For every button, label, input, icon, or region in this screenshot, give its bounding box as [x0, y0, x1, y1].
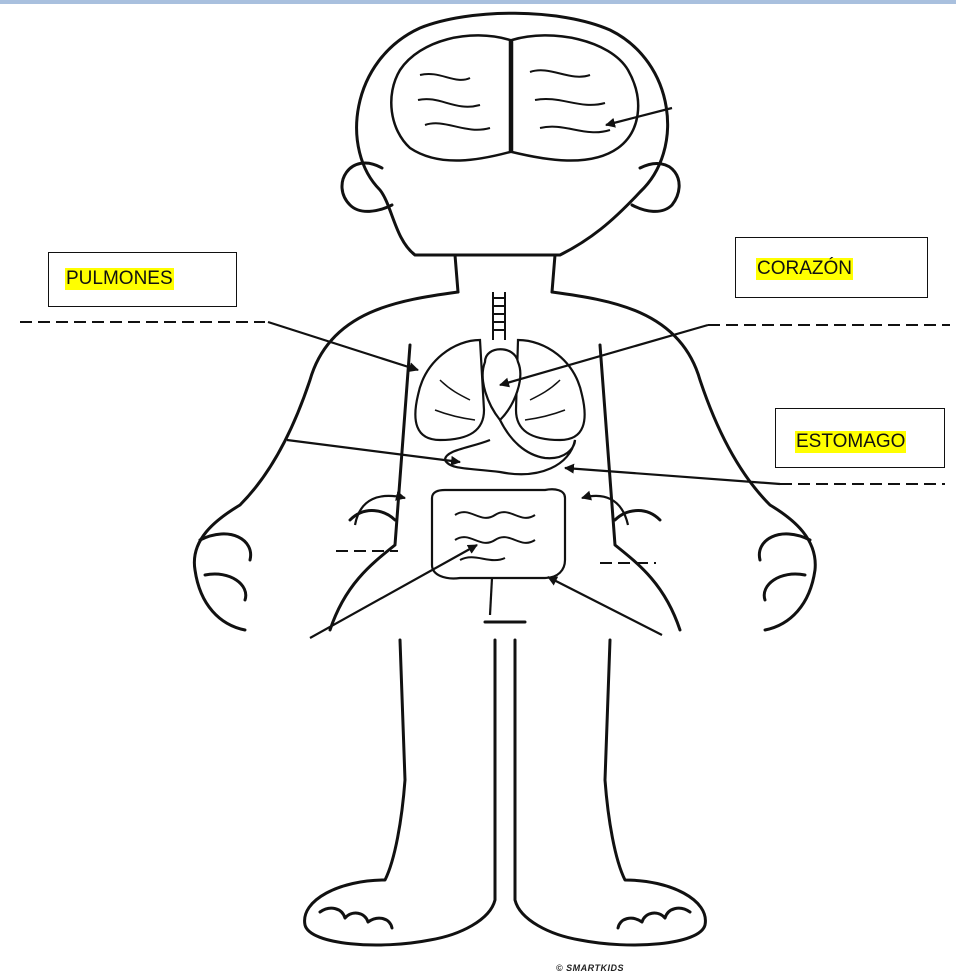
right-leg: [515, 640, 705, 945]
label-lungs: PULMONES: [65, 268, 174, 290]
label-heart: CORAZÓN: [756, 258, 853, 280]
label-box-heart: CORAZÓN: [735, 237, 928, 298]
large-intestine: [432, 489, 565, 578]
cutout-band: [268, 485, 282, 495]
liver-arrow: [287, 440, 460, 462]
right-hand: [615, 511, 810, 600]
small-intestine-arrow: [310, 545, 477, 638]
left-arm-inner: [330, 345, 410, 630]
small-intestine: [455, 512, 535, 560]
stomach: [445, 420, 575, 474]
right-toes: [618, 908, 690, 928]
left-hand: [200, 511, 395, 600]
right-arm-inner: [600, 345, 680, 630]
large-intestine-arrow: [548, 577, 662, 635]
brain: [391, 35, 638, 160]
heart-arrow: [500, 325, 708, 385]
label-box-lungs: PULMONES: [48, 252, 237, 307]
trachea: [493, 292, 505, 340]
digestive-organs: [432, 420, 575, 615]
label-box-stomach: ESTOMAGO: [775, 408, 945, 468]
neck: [455, 255, 555, 292]
pointer-arrows: [268, 108, 780, 638]
rectum: [490, 578, 492, 615]
right-kidney-arrow: [582, 496, 628, 525]
left-toes: [320, 908, 392, 928]
label-stomach: ESTOMAGO: [795, 431, 906, 453]
credit-text: © SMARTKIDS: [556, 963, 624, 973]
left-leg: [305, 640, 495, 945]
